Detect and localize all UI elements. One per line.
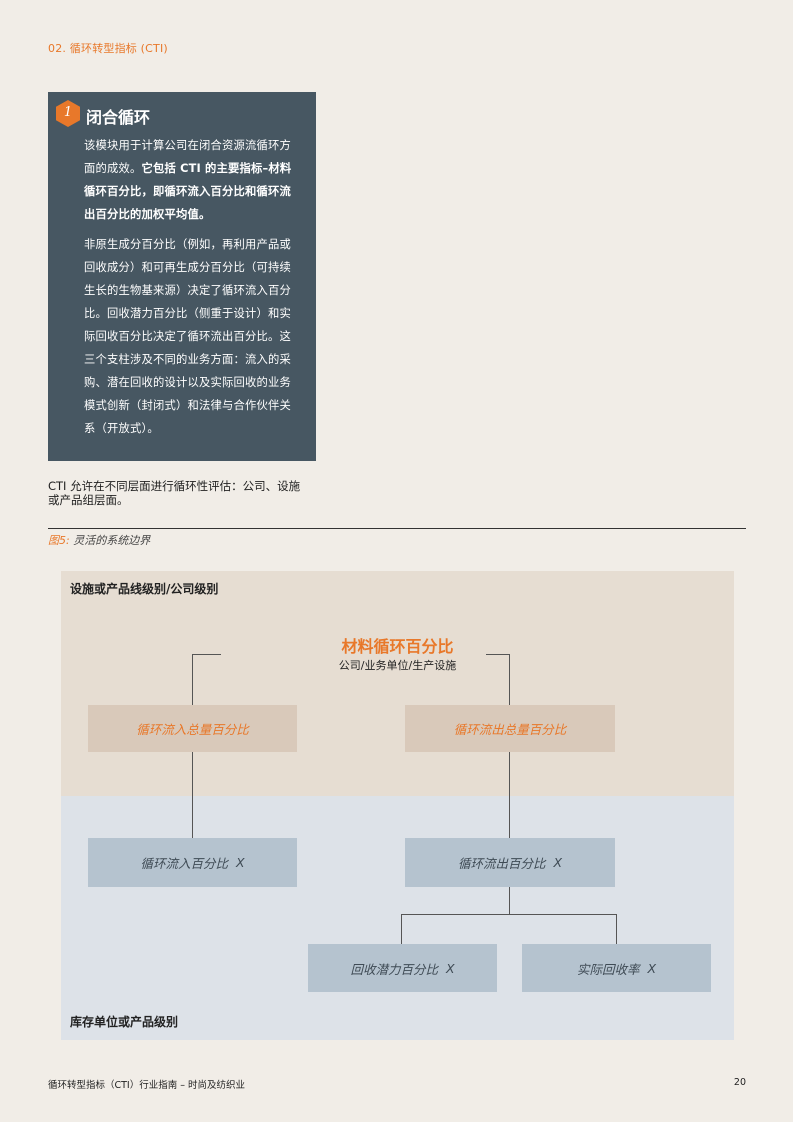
connector-line: [509, 654, 510, 705]
recovery-potential-label: 回收潜力百分比: [350, 961, 438, 977]
connector-line: [616, 914, 617, 944]
actual-recovery-node: 实际回收率 X: [522, 944, 711, 992]
box-title: 闭合循环: [86, 108, 151, 127]
figure-title: 灵活的系统边界: [73, 534, 151, 547]
facility-level-region: [61, 571, 734, 796]
connector-line: [192, 654, 221, 655]
x-marker: X: [445, 960, 455, 976]
inflow-total-node: 循环流入总量百分比: [88, 705, 297, 752]
sku-level-region: [61, 796, 734, 1040]
x-marker: X: [553, 855, 563, 870]
connector-line: [509, 887, 510, 914]
number-badge-icon: 1: [56, 100, 80, 127]
outflow-pct-label: 循环流出百分比: [457, 856, 546, 871]
material-circularity-subtitle: 公司/业务单位/生产设施: [338, 659, 457, 672]
divider: [48, 528, 746, 529]
actual-recovery-label: 实际回收率: [576, 961, 640, 977]
box-paragraph-1-plain: 该模块用于计算公司在闭合资源流循环方面的成效。: [84, 139, 291, 175]
box-paragraph-1-bold: 它包括 CTI 的主要指标–材料循环百分比，即循环流入百分比和循环流出百分比的加…: [84, 162, 292, 221]
cti-caption: CTI 允许在不同层面进行循环性评估：公司、设施或产品组层面。: [48, 479, 301, 507]
inflow-pct-node: 循环流入百分比 X: [88, 838, 297, 887]
connector-line: [509, 752, 510, 838]
section-label: 02. 循环转型指标 (CTI): [48, 42, 168, 55]
figure-label: 图5: 灵活的系统边界: [48, 532, 150, 548]
outflow-pct-node: 循环流出百分比 X: [405, 838, 615, 887]
connector-line: [401, 914, 617, 915]
connector-line: [192, 752, 193, 838]
connector-line: [401, 914, 402, 944]
material-circularity-title: 材料循环百分比: [341, 637, 454, 656]
top-region-label: 设施或产品线级别/公司级别: [70, 582, 219, 596]
page-number: 20: [733, 1077, 746, 1088]
x-marker: X: [647, 960, 657, 976]
recovery-potential-node: 回收潜力百分比 X: [308, 944, 497, 992]
connector-line: [192, 654, 193, 705]
bottom-region-label: 库存单位或产品级别: [70, 1015, 179, 1029]
inflow-pct-label: 循环流入百分比: [140, 856, 228, 871]
outflow-total-node: 循环流出总量百分比: [405, 705, 615, 752]
box-paragraph-2: 非原生成分百分比（例如，再利用产品或回收成分）和可再生成分百分比（可持续生长的生…: [84, 238, 291, 435]
closed-loop-info-box: 1 闭合循环 该模块用于计算公司在闭合资源流循环方面的成效。它包括 CTI 的主…: [48, 92, 316, 461]
footer-title: 循环转型指标（CTI）行业指南 – 时尚及纺织业: [48, 1080, 246, 1091]
box-paragraph-1: 该模块用于计算公司在闭合资源流循环方面的成效。它包括 CTI 的主要指标–材料循…: [84, 134, 302, 226]
connector-line: [486, 654, 510, 655]
x-marker: X: [235, 855, 245, 870]
figure-number: 图5:: [48, 534, 70, 547]
